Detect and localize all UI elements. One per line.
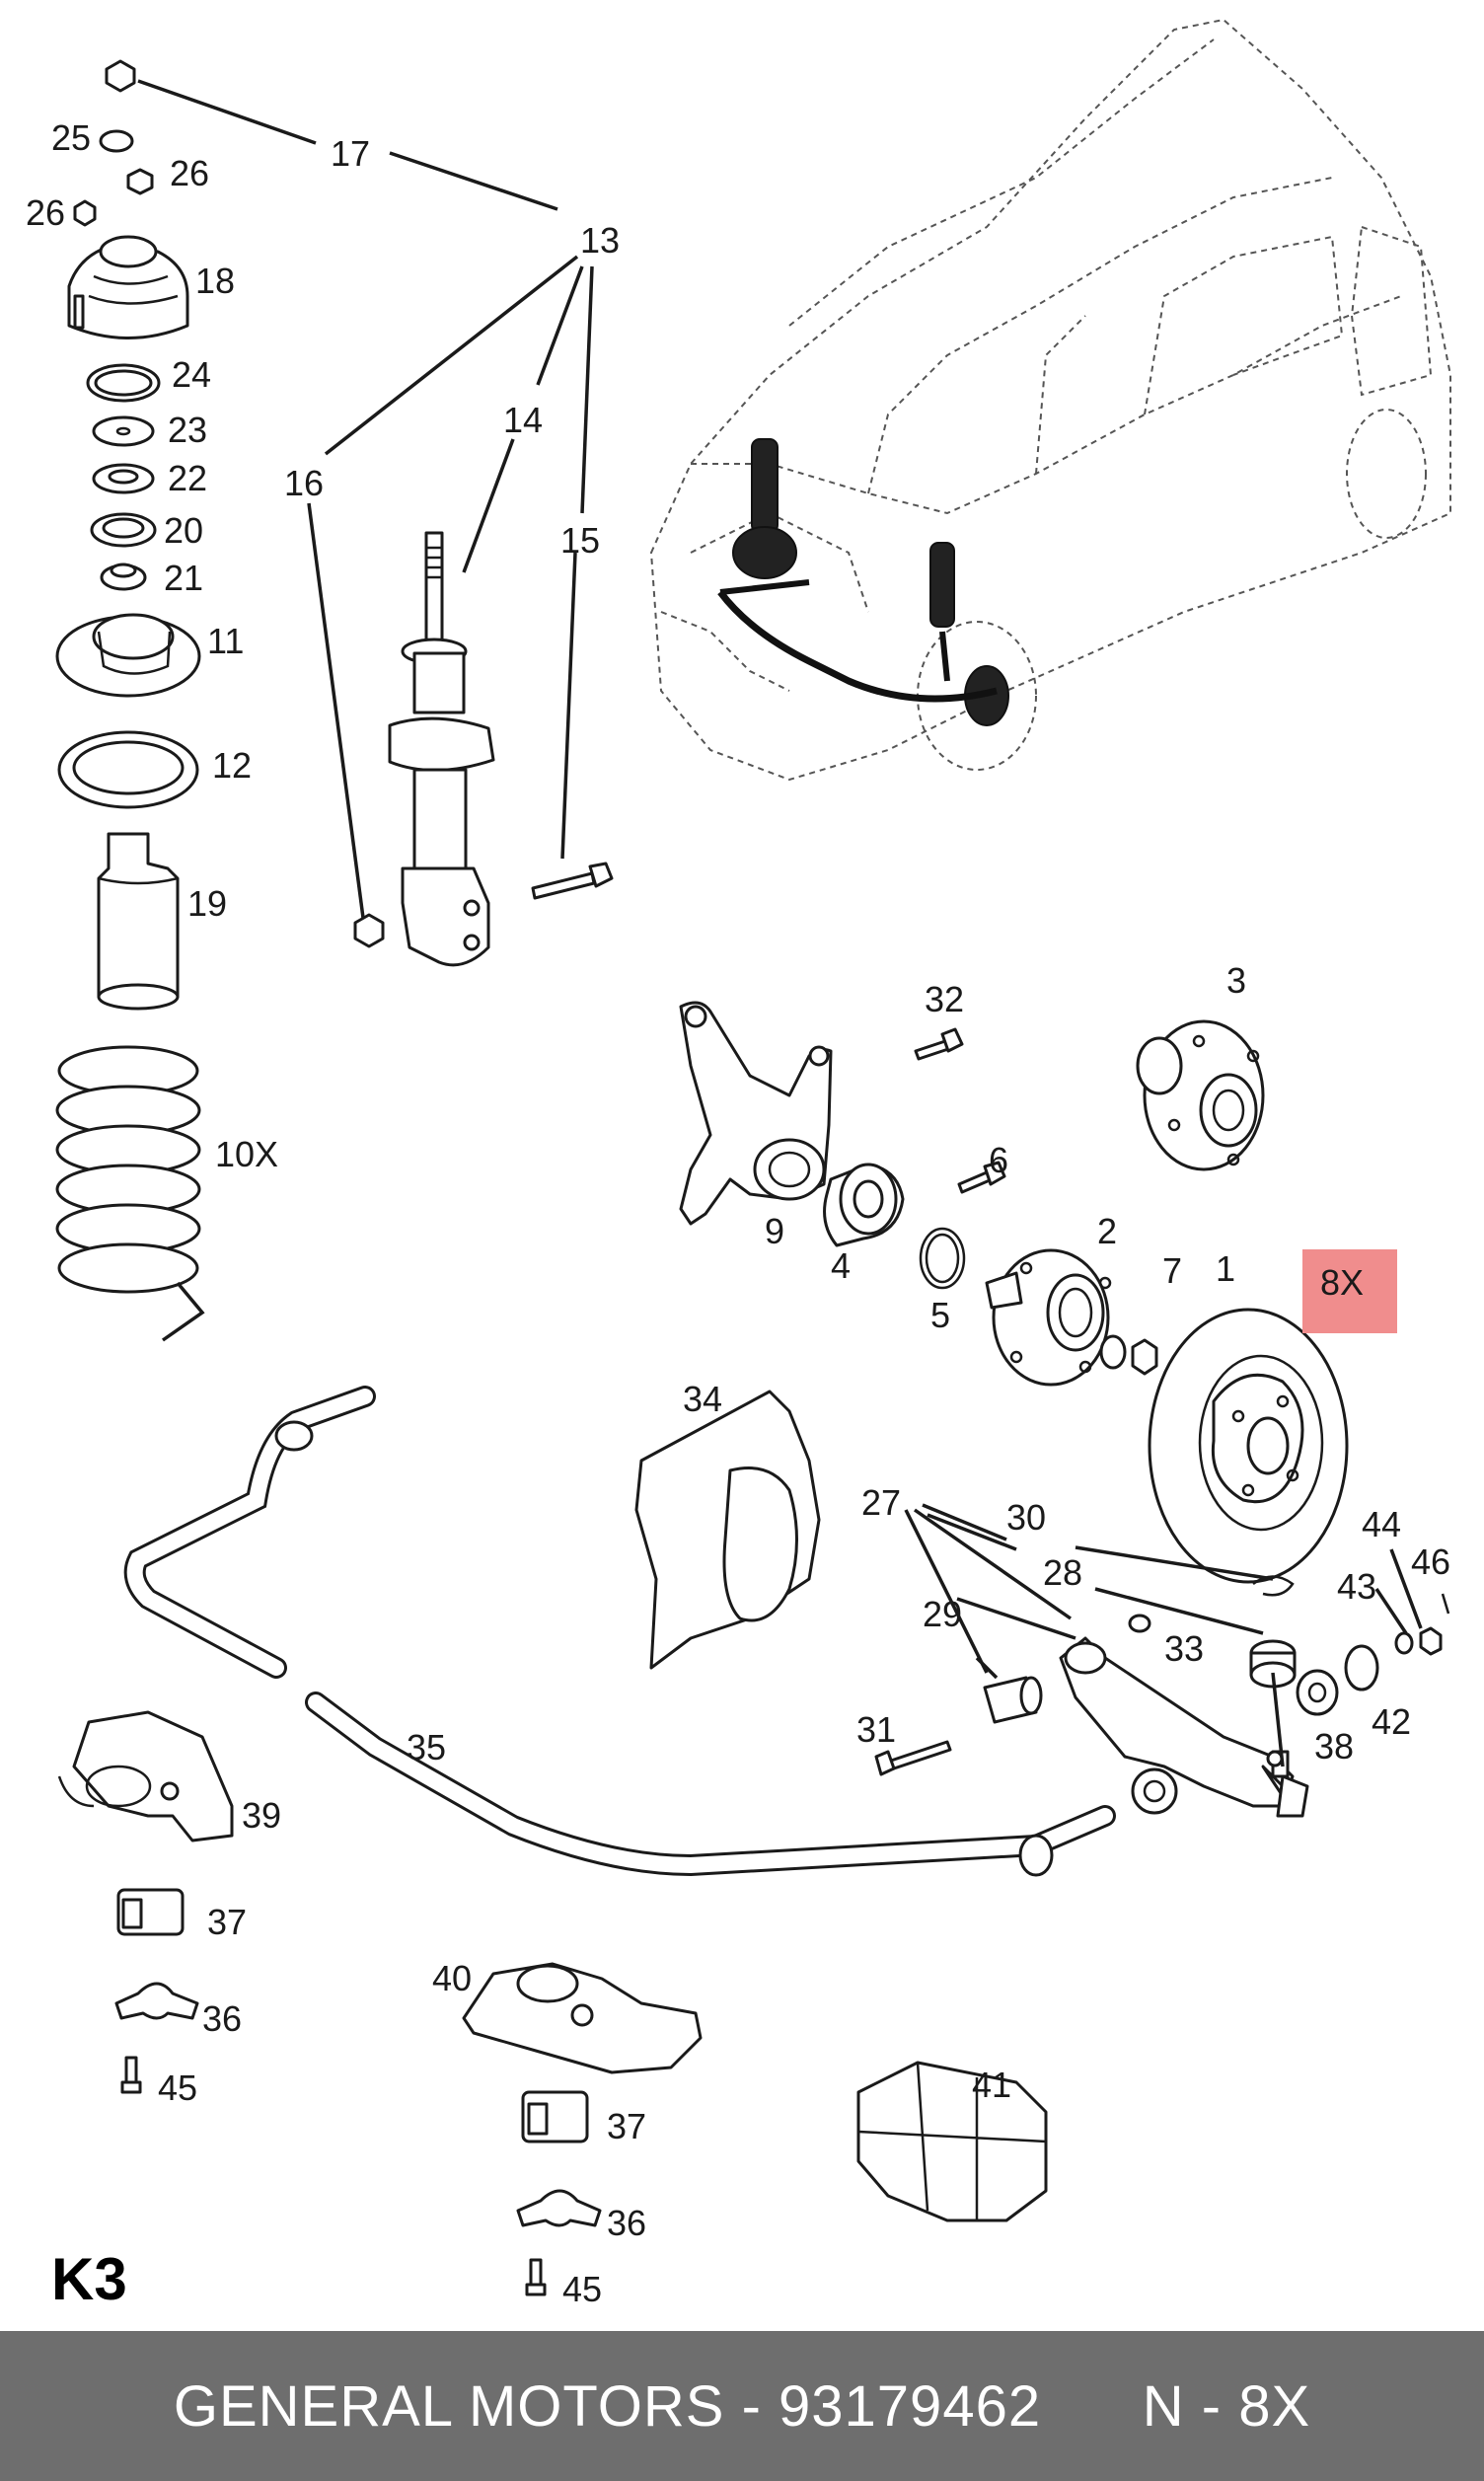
callout-17: 17 <box>331 133 370 174</box>
washer-7 <box>1099 1334 1158 1376</box>
callout-42: 42 <box>1372 1701 1411 1742</box>
callout-29: 29 <box>923 1594 962 1634</box>
callout-16: 16 <box>284 463 324 503</box>
callout-36a: 36 <box>202 1998 242 2039</box>
callout-5: 5 <box>930 1295 950 1335</box>
callout-38: 38 <box>1314 1726 1354 1767</box>
circlip <box>919 1227 966 1290</box>
footer-quantity: N - 8X <box>1142 2373 1311 2439</box>
brake-disc <box>1148 1308 1349 1584</box>
steering-knuckle <box>679 1001 833 1226</box>
callout-41: 41 <box>972 2065 1011 2105</box>
callout-33: 33 <box>1164 1628 1204 1669</box>
callout-3: 3 <box>1226 960 1246 1001</box>
rear-hub-3 <box>1136 1019 1265 1171</box>
callout-26b: 26 <box>26 192 65 233</box>
callout-24: 24 <box>172 354 211 395</box>
callout-46: 46 <box>1411 1541 1450 1582</box>
bolt-45b <box>525 2258 547 2296</box>
bushing-37a <box>116 1888 185 1936</box>
bolt-45a <box>120 2056 142 2094</box>
wheel-hub-2 <box>985 1248 1112 1387</box>
callout-30: 30 <box>1006 1497 1046 1538</box>
splash-shield <box>634 1390 821 1670</box>
callout-27: 27 <box>861 1482 901 1523</box>
clamp-36b <box>516 2189 602 2227</box>
callout-31: 31 <box>856 1709 896 1750</box>
highlight-label: 8X <box>1320 1262 1364 1303</box>
callout-37a: 37 <box>207 1902 247 1942</box>
callout-34: 34 <box>683 1379 722 1419</box>
quantity-highlight <box>1302 1249 1397 1333</box>
clamp-36a <box>114 1982 199 2020</box>
callout-25: 25 <box>51 117 91 158</box>
callout-10x: 10X <box>215 1134 278 1174</box>
callout-32: 32 <box>925 979 964 1019</box>
vehicle-outline <box>649 18 1451 782</box>
bushing-41 <box>856 2061 1048 2222</box>
callout-7: 7 <box>1162 1250 1182 1291</box>
footer-part-number: 93179462 <box>779 2373 1042 2439</box>
callout-43: 43 <box>1337 1566 1376 1607</box>
callout-18: 18 <box>195 261 235 301</box>
callout-23: 23 <box>168 410 207 450</box>
callout-11: 11 <box>207 621 244 661</box>
callout-6: 6 <box>989 1140 1008 1180</box>
callout-19: 19 <box>187 883 227 924</box>
callout-36b: 36 <box>607 2203 646 2243</box>
callout-2: 2 <box>1097 1211 1117 1251</box>
callout-45a: 45 <box>158 2068 197 2108</box>
callout-44: 44 <box>1362 1504 1401 1544</box>
callout-28: 28 <box>1043 1552 1082 1593</box>
footer-gap <box>1041 2373 1143 2440</box>
bracket-39 <box>57 1710 234 1842</box>
callout-26a: 26 <box>170 153 209 193</box>
bolt-6 <box>957 1161 1006 1194</box>
callout-9: 9 <box>765 1211 784 1251</box>
callout-37b: 37 <box>607 2106 646 2146</box>
section-code: K3 <box>51 2246 127 2312</box>
leader-lines <box>137 79 1423 1767</box>
bracket-40 <box>462 1962 703 2074</box>
exploded-parts-diagram: 8X 1 2 3 4 5 6 7 9 10X 11 12 13 14 15 16… <box>26 18 1451 2312</box>
callout-4: 4 <box>831 1245 851 1286</box>
callout-35: 35 <box>407 1727 446 1767</box>
shock-absorber <box>353 531 614 967</box>
callout-12: 12 <box>212 745 252 786</box>
footer-brand: GENERAL MOTORS <box>173 2373 725 2439</box>
callout-20: 20 <box>164 510 203 551</box>
callout-45b: 45 <box>562 2269 602 2309</box>
callout-1: 1 <box>1216 1248 1235 1289</box>
callout-13: 13 <box>580 220 620 261</box>
coil-spring <box>55 1045 205 1342</box>
wheel-bearing <box>823 1163 905 1247</box>
bushing-37b <box>521 2090 589 2143</box>
callout-22: 22 <box>168 458 207 498</box>
callout-39: 39 <box>242 1795 281 1836</box>
strut-top-mount-stack <box>55 59 205 1342</box>
bolt-32 <box>914 1027 964 1061</box>
stabilizer-bar <box>123 1386 1116 1877</box>
callout-15: 15 <box>560 520 600 561</box>
footer-separator: - <box>724 2373 779 2439</box>
callout-40: 40 <box>432 1958 472 1998</box>
callout-labels: 1 2 3 4 5 6 7 9 10X 11 12 13 14 15 16 17… <box>26 117 1450 2309</box>
callout-21: 21 <box>164 558 203 598</box>
footer-bar: GENERAL MOTORS - 93179462 N - 8X <box>0 2331 1484 2481</box>
callout-14: 14 <box>503 400 543 440</box>
